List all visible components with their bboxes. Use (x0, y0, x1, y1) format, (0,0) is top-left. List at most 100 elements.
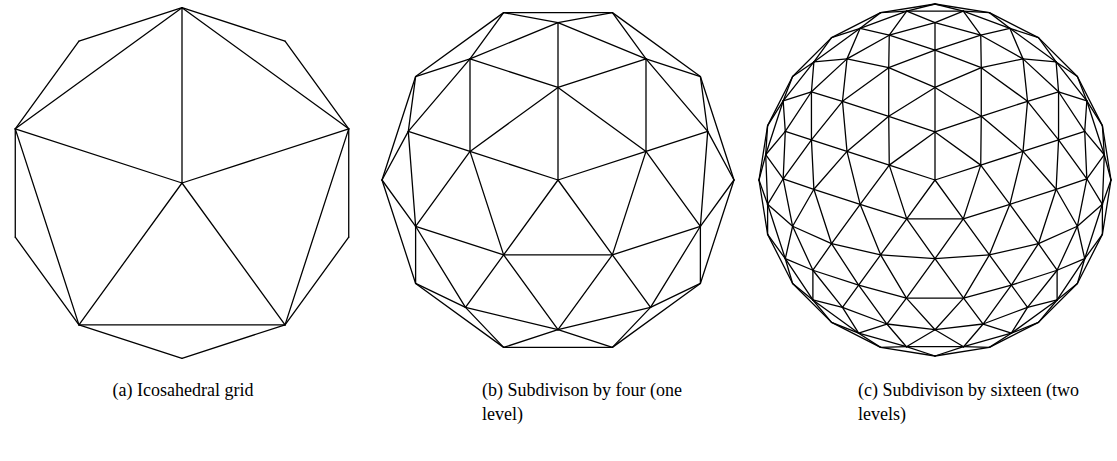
grid-edge (1011, 285, 1027, 307)
grid-edge (1023, 101, 1028, 151)
grid-edge (504, 180, 558, 255)
grid-edge (408, 59, 470, 131)
grid-edge (842, 59, 847, 101)
grid-edge (859, 324, 887, 333)
grid-edge (889, 132, 935, 165)
grid-edge (783, 179, 814, 190)
grid-edge (766, 126, 768, 155)
grid-edge (980, 116, 982, 165)
grid-edge (181, 8, 182, 183)
grid-edge (989, 13, 1038, 38)
grid-edge (907, 219, 935, 259)
grid-edge (813, 300, 859, 333)
grid-edge (15, 129, 79, 325)
grid-edge (416, 59, 470, 77)
grid-edge (793, 38, 832, 77)
grid-edge (783, 140, 811, 179)
grid-edge (1028, 270, 1058, 307)
grid-edge (935, 347, 989, 356)
grid-edge (408, 131, 415, 226)
grid-edge (888, 116, 890, 165)
grid-edge (612, 226, 700, 255)
grid-edge (1087, 155, 1104, 179)
grid-edge (646, 131, 708, 151)
grid-edge (814, 59, 847, 62)
grid-edge (504, 347, 613, 348)
grid-edge (887, 298, 907, 324)
grid-edge (1038, 226, 1077, 243)
grid-edge (832, 204, 861, 243)
grid-edge (964, 324, 984, 347)
grid-edge (935, 87, 981, 116)
figure-caption: (a) Icosahedral grid (58, 378, 308, 402)
grid-edge (416, 226, 466, 307)
grid-edge (558, 330, 612, 348)
grid-edge (906, 297, 963, 298)
grid-edge (558, 59, 646, 88)
grid-edge (646, 59, 708, 131)
grid-edge (981, 68, 982, 117)
grid-edge (768, 234, 786, 258)
grid-edge (470, 59, 558, 88)
grid-edge (182, 129, 349, 183)
grid-edge (981, 59, 1023, 68)
grid-edge (989, 322, 1038, 347)
grid-edge (935, 50, 981, 68)
grid-edge (842, 285, 858, 307)
grid-edge (1058, 92, 1059, 140)
grid-edge (1010, 151, 1023, 204)
grid-edge (907, 11, 964, 12)
grid-edge (814, 28, 860, 62)
grid-edge (768, 234, 793, 283)
grid-edge (1085, 101, 1087, 131)
grid-edge (408, 131, 470, 151)
grid-edge (470, 13, 504, 59)
grid-edge (1085, 131, 1087, 178)
grid-edge (935, 330, 964, 347)
grid-edge (1056, 189, 1077, 226)
grid-edge (881, 255, 935, 259)
grid-edge (416, 151, 470, 226)
grid-edge (470, 87, 558, 151)
grid-edge (15, 129, 182, 183)
grid-edge (981, 101, 1027, 116)
grid-edge (907, 4, 935, 11)
grid-edge (935, 116, 981, 132)
grid-edge (783, 131, 785, 178)
grid-edge (1011, 244, 1038, 285)
grid-edge (935, 259, 964, 298)
grid-edge (907, 218, 964, 219)
grid-edge (887, 324, 935, 330)
grid-edge (813, 270, 859, 285)
grid-edge (980, 35, 982, 67)
icosphere-level-two (759, 4, 1111, 356)
grid-edge (935, 347, 964, 356)
grid-edge (889, 68, 935, 88)
grid-edge (981, 165, 1010, 204)
grid-edge (700, 131, 707, 226)
grid-edge (182, 8, 285, 41)
grid-edge (935, 219, 963, 259)
grid-edge (785, 259, 813, 271)
grid-edge (1010, 189, 1056, 204)
grid-edge (814, 151, 847, 189)
grid-edge (989, 244, 1038, 255)
grid-edge (408, 77, 415, 132)
grid-edge (558, 307, 651, 329)
grid-edge (847, 151, 860, 204)
grid-edge (1038, 38, 1056, 62)
grid-edge (981, 28, 1010, 35)
grid-edge (842, 101, 847, 151)
grid-edge (785, 92, 811, 132)
grid-edge (811, 101, 842, 140)
grid-edge (935, 11, 963, 22)
grid-edge (1059, 92, 1085, 132)
grid-edge (1077, 77, 1086, 101)
grid-edge (504, 255, 558, 330)
grid-edge (964, 298, 984, 324)
grid-edge (558, 180, 612, 255)
grid-edge (812, 270, 813, 300)
grid-edge (1077, 77, 1102, 126)
grid-edge (963, 204, 1010, 219)
grid-edge (1085, 131, 1105, 154)
